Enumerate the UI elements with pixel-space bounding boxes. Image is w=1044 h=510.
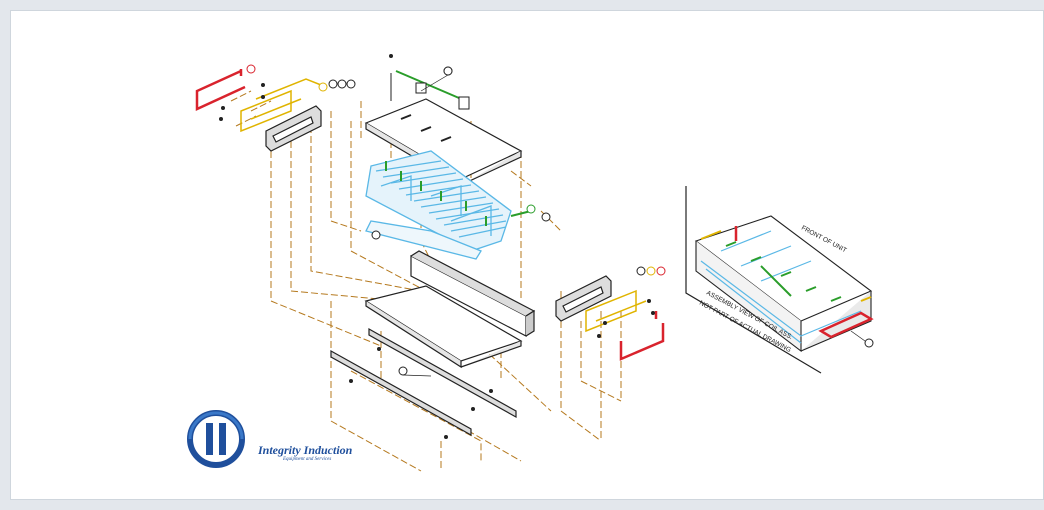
callout-left-bracket [246,64,256,74]
company-name: Integrity Induction [258,443,353,457]
company-tagline: Equipment and Services [283,457,332,462]
coil-callouts [371,204,551,240]
callouts-mid-right [636,266,666,276]
assembly-view: ASSEMBLY VIEW OF COIL ASS. NOT PART OF A… [685,186,874,374]
callout-bottom-rail [398,366,432,377]
callouts-top-left [318,79,356,92]
bottom-base-plate [364,285,523,369]
left-insulator-block [240,78,322,133]
right-screws [597,299,655,338]
right-end-clamp [555,275,612,322]
company-logo [187,410,245,468]
callout-top-right [443,66,453,76]
rail-screws [349,347,493,439]
exploded-assembly-drawing: ASSEMBLY VIEW OF COIL ASS. NOT PART OF A… [187,54,874,472]
right-insulator-block [585,289,647,333]
left-mounting-strip [195,69,246,111]
induction-coil [365,150,512,260]
drawing-frame: ASSEMBLY VIEW OF COIL ASS. NOT PART OF A… [10,10,1044,500]
center-support-bar [410,250,536,337]
right-mounting-strip [619,311,665,361]
left-end-clamp [265,105,322,152]
left-screws [219,83,265,121]
bottom-rails [330,327,517,437]
